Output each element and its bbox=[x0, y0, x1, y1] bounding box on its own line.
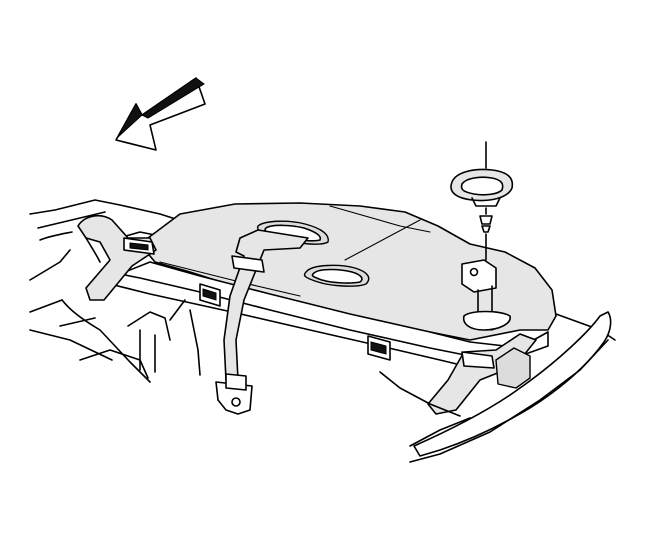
rear-deck-trim bbox=[379, 311, 616, 463]
direction-arrow-icon bbox=[115, 77, 206, 151]
seat-belt-left bbox=[77, 214, 157, 301]
anchor-bracket bbox=[461, 233, 511, 331]
face-slots bbox=[199, 283, 391, 361]
retainer-grommet bbox=[450, 141, 514, 207]
seat-belt-right bbox=[427, 333, 537, 415]
shelf-openings bbox=[256, 220, 370, 287]
seat-belt-center bbox=[215, 229, 309, 415]
push-pin-fastener bbox=[479, 207, 493, 233]
